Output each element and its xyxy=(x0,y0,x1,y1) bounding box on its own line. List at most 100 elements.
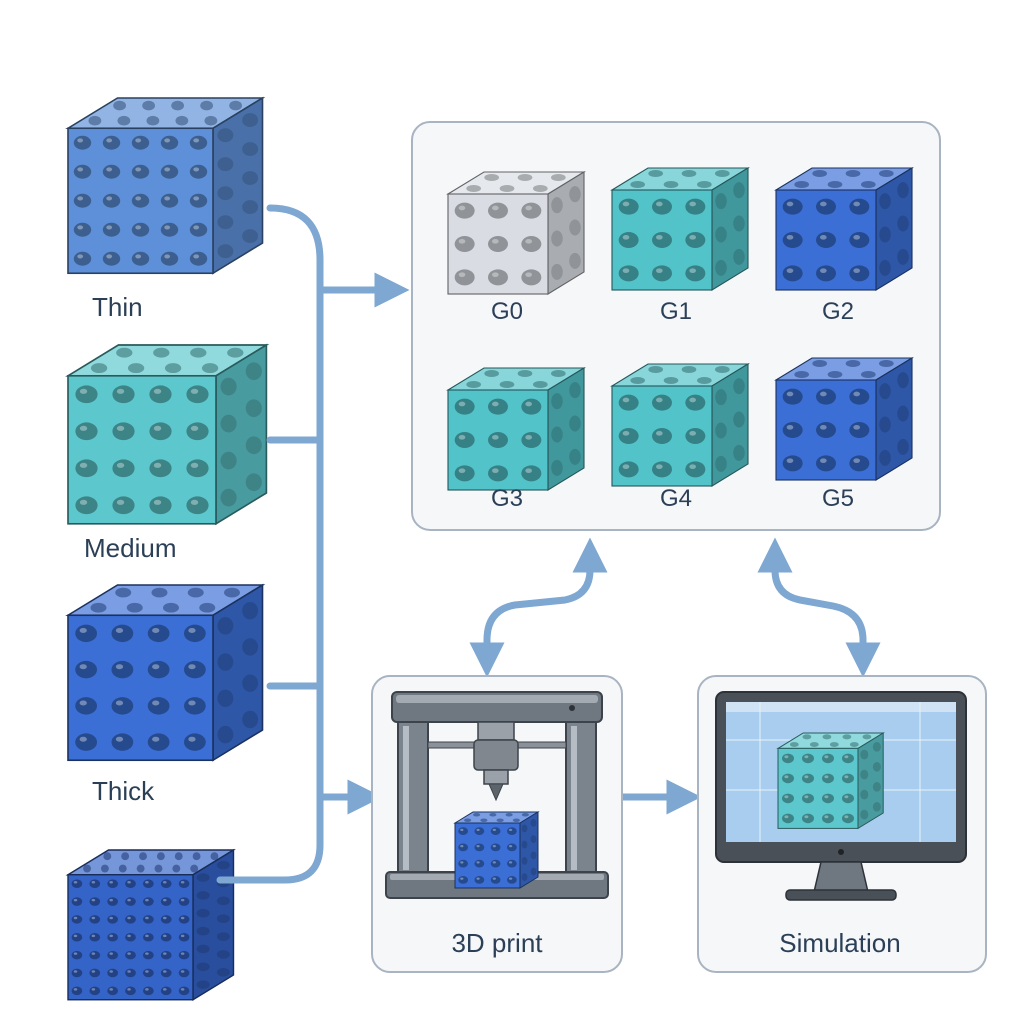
lattice-pore xyxy=(507,859,517,868)
lattice-pore xyxy=(242,638,259,656)
lattice-pore xyxy=(861,370,876,379)
pore-highlight xyxy=(180,934,185,938)
lattice-pore xyxy=(217,617,234,635)
pore-highlight xyxy=(492,272,499,277)
lattice-pore xyxy=(551,369,566,378)
lattice-pore xyxy=(521,202,542,219)
lattice-pore xyxy=(849,422,870,438)
lattice-pore xyxy=(196,926,210,936)
pore-highlight xyxy=(820,391,827,397)
pore-highlight xyxy=(79,425,88,431)
lattice-pore xyxy=(879,383,891,400)
lattice-pore xyxy=(822,734,832,740)
pore-highlight xyxy=(193,196,200,201)
pore-highlight xyxy=(73,952,78,955)
lattice-pore xyxy=(143,986,154,996)
lattice-pore xyxy=(184,660,206,679)
lattice-pore xyxy=(149,422,172,441)
lattice-pore xyxy=(569,252,581,269)
pore-highlight xyxy=(492,401,499,407)
pore-highlight xyxy=(656,397,663,403)
lattice-pore xyxy=(75,496,98,515)
pore-highlight xyxy=(844,775,849,779)
lattice-pore xyxy=(521,873,528,882)
lattice-pore xyxy=(507,875,517,884)
lattice-pore xyxy=(178,968,190,978)
lattice-pore xyxy=(83,864,91,873)
pore-highlight xyxy=(820,201,827,207)
lattice-pore xyxy=(160,968,172,978)
lattice-pore xyxy=(521,269,542,286)
pore-highlight xyxy=(180,952,185,955)
lattice-pore xyxy=(229,100,243,111)
pore-highlight xyxy=(109,898,113,902)
lattice-pore xyxy=(142,100,156,111)
pore-highlight xyxy=(508,861,513,864)
lattice-pore xyxy=(160,986,172,996)
lattice-pore xyxy=(733,215,745,232)
pore-highlight xyxy=(853,391,861,397)
pore-highlight xyxy=(180,916,185,920)
lattice-pore xyxy=(715,259,727,276)
pore-highlight xyxy=(115,627,124,634)
lattice-pore xyxy=(112,422,135,441)
pore-highlight xyxy=(79,664,87,670)
lattice-pore xyxy=(216,860,230,870)
lattice-pore xyxy=(782,753,794,764)
grade-cube-g4 xyxy=(610,363,750,487)
pore-highlight xyxy=(127,970,131,973)
lattice-pore xyxy=(454,269,475,286)
cube-medium xyxy=(65,343,270,526)
pore-highlight xyxy=(91,934,96,938)
lattice-pore xyxy=(860,749,869,760)
lattice-pore xyxy=(849,198,870,215)
lattice-pore xyxy=(116,347,133,358)
lattice-pore xyxy=(782,422,803,438)
lattice-pore xyxy=(794,180,810,189)
pore-highlight xyxy=(656,431,663,436)
lattice-pore xyxy=(861,180,876,189)
lattice-pore xyxy=(242,601,259,620)
lattice-pore xyxy=(681,365,697,374)
lattice-pore xyxy=(143,897,154,906)
pore-highlight xyxy=(127,988,131,991)
lattice-pore xyxy=(242,200,259,215)
pore-highlight xyxy=(460,861,464,864)
lattice-pore xyxy=(454,202,475,219)
lattice-pore xyxy=(488,465,508,482)
lattice-pore xyxy=(454,465,475,482)
lattice-pore xyxy=(151,587,168,598)
pore-highlight xyxy=(91,916,96,920)
lattice-pore xyxy=(816,388,836,405)
lattice-pore xyxy=(125,968,136,978)
lattice-pore xyxy=(107,932,119,942)
pore-highlight xyxy=(525,468,533,473)
pore-highlight xyxy=(106,138,113,143)
pore-highlight xyxy=(820,458,827,463)
lattice-pore xyxy=(147,697,170,715)
lattice-pore xyxy=(827,370,843,379)
lattice-pore xyxy=(245,362,262,381)
grade-label-g3: G3 xyxy=(491,485,523,512)
pore-highlight xyxy=(784,815,789,819)
lattice-pore xyxy=(715,226,727,243)
cube-thin xyxy=(65,96,266,275)
lattice-pore xyxy=(484,173,499,182)
lattice-pore xyxy=(842,734,852,740)
pore-highlight xyxy=(458,468,466,473)
lattice-pore xyxy=(872,742,881,752)
pore-highlight xyxy=(804,775,809,779)
lattice-pore xyxy=(71,932,83,942)
pore-highlight xyxy=(190,425,199,431)
pore-highlight xyxy=(622,235,630,240)
pore-highlight xyxy=(786,268,794,273)
lattice-pore xyxy=(733,444,745,461)
lattice-pore xyxy=(822,813,834,824)
lattice-pore xyxy=(196,908,210,918)
lattice-pore xyxy=(199,602,216,613)
lattice-pore xyxy=(149,385,172,404)
lattice-pore xyxy=(521,465,542,482)
pore-highlight xyxy=(106,254,113,259)
pore-highlight xyxy=(153,388,162,394)
lattice-pore xyxy=(196,891,210,900)
